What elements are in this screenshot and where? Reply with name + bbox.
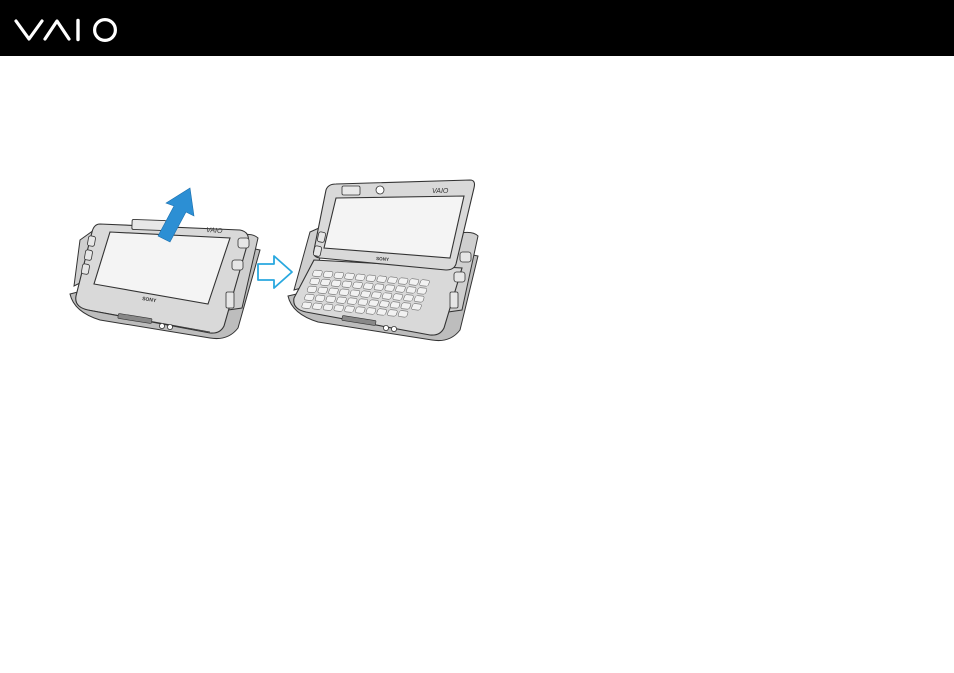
header-bar — [0, 0, 954, 56]
device-logo-mark: VAIO — [206, 227, 223, 235]
device-logo-mark-open: VAIO — [432, 188, 449, 195]
device-brand-mark-open: SONY — [376, 256, 389, 262]
sliding-device-open-keyboard-icon: VAIO SONY — [284, 176, 480, 344]
vaio-logo-icon — [14, 17, 120, 43]
device-slide-figure: SONY VAIO — [60, 176, 480, 346]
sliding-device-closed-icon: SONY VAIO — [60, 176, 260, 344]
